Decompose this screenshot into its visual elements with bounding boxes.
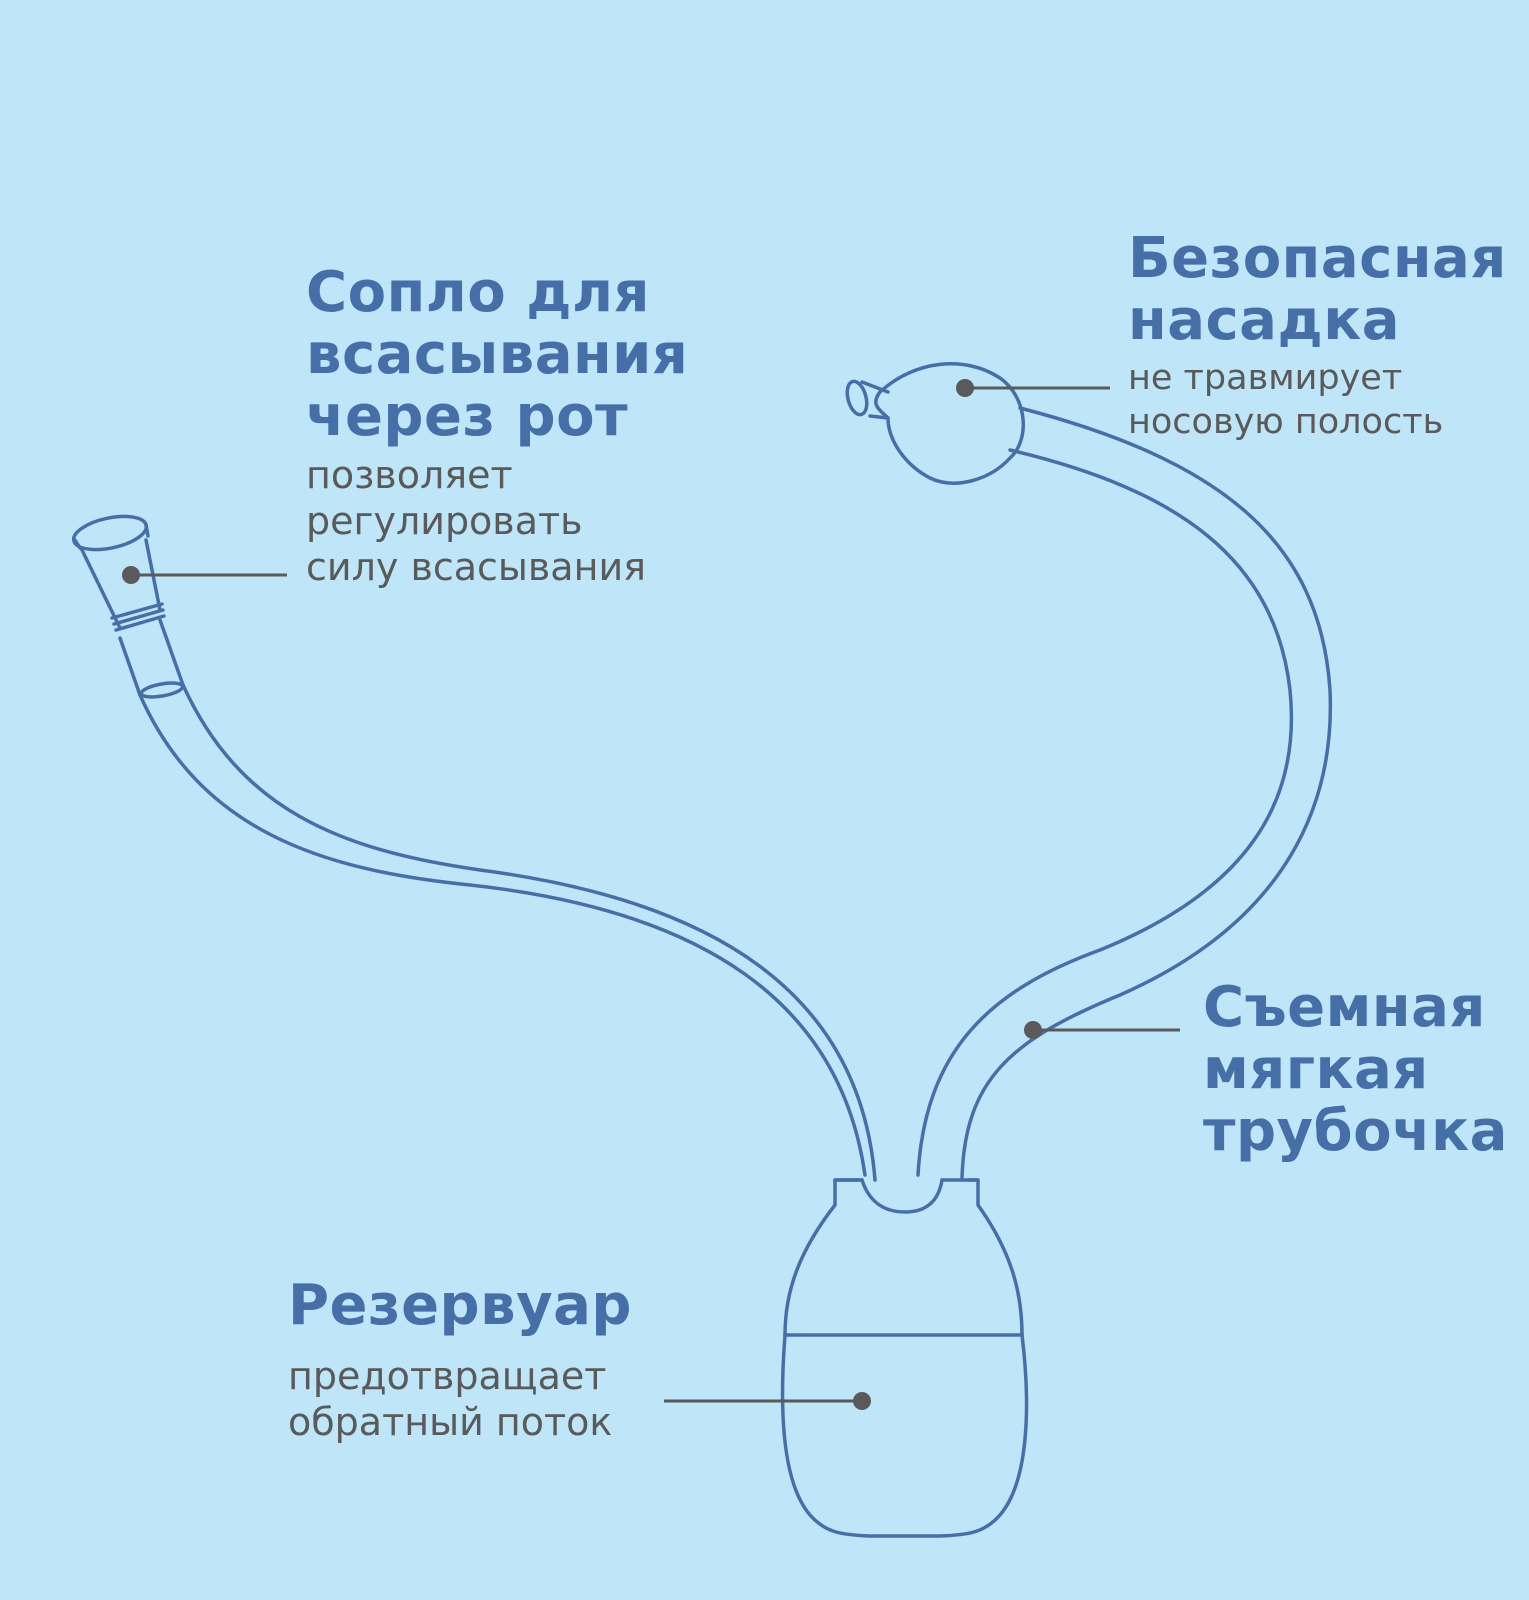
- mouthpiece-desc-line: регулировать: [306, 499, 583, 543]
- mouthpiece-title: Сопло для всасывания через рот: [306, 262, 688, 448]
- mouthpiece-desc-line: позволяет: [306, 453, 513, 497]
- right-tube: [916, 406, 1333, 1180]
- mouthpiece-pointer: [122, 566, 287, 584]
- tube-title-line: Съемная: [1203, 975, 1486, 1040]
- reservoir-desc-line: обратный поток: [288, 1400, 613, 1444]
- nozzle-pointer: [956, 379, 1110, 397]
- left-tube: [138, 683, 877, 1182]
- tube-callout: Съемная мягкая трубочка: [1203, 977, 1508, 1163]
- reservoir-title-line: Резервуар: [288, 1273, 632, 1338]
- nozzle-desc-line: не травмирует: [1128, 358, 1403, 398]
- nozzle-title-line: насадка: [1128, 288, 1400, 353]
- mouthpiece-title-line: через рот: [306, 384, 629, 449]
- tube-title-line: трубочка: [1203, 1099, 1508, 1164]
- mouthpiece-title-line: всасывания: [306, 322, 689, 387]
- reservoir-desc-line: предотвращает: [288, 1354, 607, 1398]
- reservoir-description: предотвращает обратный поток: [288, 1353, 632, 1445]
- nozzle: [845, 362, 1026, 485]
- tube-pointer: [1024, 1021, 1180, 1039]
- mouthpiece-description: позволяет регулировать силу всасывания: [306, 452, 688, 590]
- nozzle-title-line: Безопасная: [1128, 226, 1507, 291]
- mouthpiece-desc-line: силу всасывания: [306, 545, 646, 589]
- mouthpiece-title-line: Сопло для: [306, 260, 650, 325]
- tube-title-line: мягкая: [1203, 1037, 1429, 1102]
- nozzle-callout: Безопасная насадка не травмирует носовую…: [1128, 228, 1507, 444]
- reservoir-pointer: [664, 1392, 871, 1410]
- nozzle-description: не травмирует носовую полость: [1128, 356, 1507, 444]
- reservoir: [780, 1178, 1029, 1538]
- reservoir-title: Резервуар: [288, 1275, 632, 1337]
- mouthpiece: [71, 514, 185, 699]
- tube-title: Съемная мягкая трубочка: [1203, 977, 1508, 1163]
- mouthpiece-callout: Сопло для всасывания через рот позволяет…: [306, 262, 688, 590]
- reservoir-callout: Резервуар предотвращает обратный поток: [288, 1275, 632, 1445]
- nozzle-title: Безопасная насадка: [1128, 228, 1507, 352]
- nozzle-desc-line: носовую полость: [1128, 402, 1444, 442]
